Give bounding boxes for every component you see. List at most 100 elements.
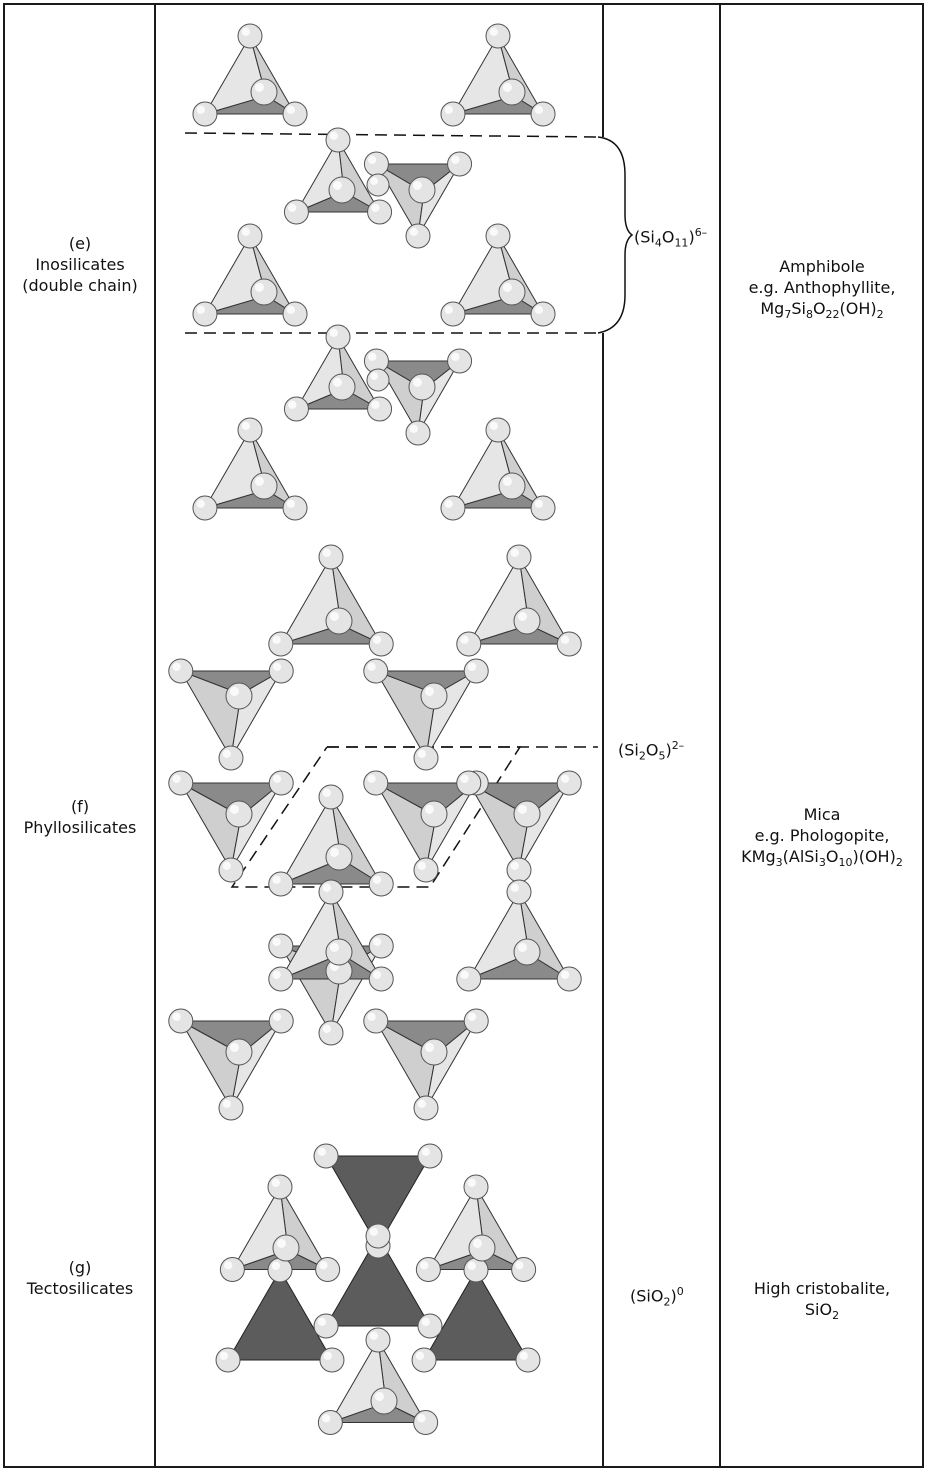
oxygen-atom (367, 199, 393, 225)
atom-body (405, 223, 431, 249)
oxygen-atom (363, 658, 389, 684)
atom-body (485, 23, 511, 49)
oxygen-atom (225, 1038, 253, 1066)
atom-body (250, 78, 278, 106)
atom-body (417, 1143, 443, 1169)
oxygen-atom (447, 151, 473, 177)
atom-highlight (534, 499, 544, 508)
atom-highlight (222, 861, 231, 870)
mineral-title: Amphibole (779, 257, 865, 276)
oxygen-atom (506, 857, 532, 883)
unit-cell-dashed-line (230, 746, 522, 888)
atom-body (282, 301, 308, 327)
atom-highlight (322, 788, 331, 797)
atom-highlight (172, 774, 181, 783)
dash-layer (184, 132, 634, 888)
atom-body (463, 1008, 489, 1034)
oxygen-atom (363, 1008, 389, 1034)
oxygen-atom (440, 301, 466, 327)
oxygen-atom (420, 1038, 448, 1066)
oxygen-atom (282, 301, 308, 327)
oxygen-atom (556, 966, 582, 992)
atom-body (368, 933, 394, 959)
atom-highlight (222, 1099, 231, 1109)
oxygen-atom (498, 472, 526, 500)
atom-body (417, 1313, 443, 1339)
atom-body (368, 871, 394, 897)
atom-body (468, 1234, 496, 1262)
oxygen-atom (272, 1234, 300, 1262)
atom-body (325, 938, 353, 966)
atom-highlight (372, 635, 382, 644)
atom-body (218, 1095, 244, 1121)
atom-body (192, 101, 218, 127)
atom-body (268, 1008, 294, 1034)
atom-highlight (222, 749, 231, 758)
atom-highlight (560, 774, 570, 783)
atom-highlight (409, 424, 418, 433)
atom-body (325, 607, 353, 635)
atom-highlight (329, 847, 340, 857)
atom-highlight (510, 883, 519, 892)
oxygen-atom (365, 1327, 391, 1353)
unit-text: (Si (618, 740, 639, 760)
class-letter: (g) (68, 1258, 92, 1277)
oxygen-atom (325, 938, 353, 966)
sio4-tetrahedron (374, 669, 479, 760)
oxygen-atom (215, 1347, 241, 1373)
oxygen-atom (250, 472, 278, 500)
atom-body (363, 151, 389, 177)
atom-body (318, 1020, 344, 1046)
oxygen-atom (417, 1143, 443, 1169)
atom-highlight (417, 1099, 426, 1109)
oxygen-atom (218, 1095, 244, 1121)
oxygen-atom (417, 1313, 443, 1339)
tetra-face (425, 782, 477, 871)
tetra-face (417, 360, 461, 434)
atom-body (463, 658, 489, 684)
atom-body (328, 373, 356, 401)
atom-highlight (372, 937, 382, 946)
atom-highlight (371, 203, 380, 212)
tetra-face (423, 1269, 529, 1361)
atom-body (268, 770, 294, 796)
atom-body (530, 101, 556, 127)
oxygen-atom (485, 223, 511, 249)
oxygen-atom (250, 278, 278, 306)
atom-body (513, 938, 541, 966)
oxygen-atom (506, 544, 532, 570)
atom-highlight (329, 131, 338, 140)
atom-highlight (372, 970, 382, 979)
oxygen-atom (366, 173, 390, 197)
atom-body (556, 966, 582, 992)
atom-highlight (229, 1042, 239, 1052)
atom-highlight (372, 875, 382, 884)
oxygen-atom (328, 176, 356, 204)
atom-body (215, 1347, 241, 1373)
oxygen-atom (515, 1347, 541, 1373)
mineral-formula: SiO2 (804, 1300, 840, 1323)
oxygen-atom (237, 417, 263, 443)
atom-body (456, 770, 482, 796)
oxygen-atom (328, 373, 356, 401)
oxygen-atom (267, 1257, 293, 1283)
oxygen-atom (420, 800, 448, 828)
unit-text: O (645, 740, 659, 760)
class-subname: (double chain) (22, 276, 138, 295)
atom-body (267, 1257, 293, 1283)
atom-highlight (272, 635, 281, 644)
atom-body (318, 879, 344, 905)
oxygen-atom (225, 682, 253, 710)
atom-highlight (332, 377, 343, 388)
oxygen-atom (192, 495, 218, 521)
atom-highlight (419, 1261, 429, 1270)
atom-body (440, 495, 466, 521)
atom-highlight (421, 1317, 430, 1327)
atom-body (440, 101, 466, 127)
atom-body (363, 1008, 389, 1034)
atom-body (168, 770, 194, 796)
atom-body (513, 800, 541, 828)
oxygen-atom (237, 23, 263, 49)
